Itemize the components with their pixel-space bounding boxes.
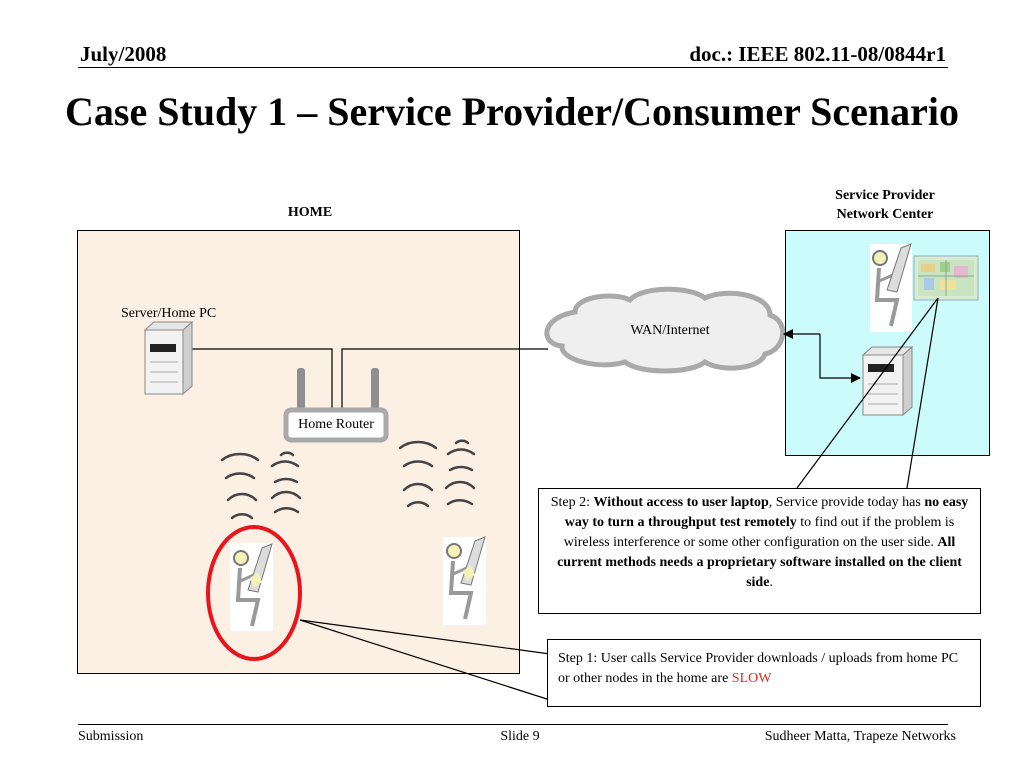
network-map-screen-icon <box>913 255 979 301</box>
step2-text2: to find out if the problem is wireless i… <box>563 515 955 550</box>
provider-server-arrow <box>819 334 861 383</box>
server-router-link <box>190 348 333 410</box>
step2-prefix: Step 2: <box>550 495 594 510</box>
step2-bold2: no easy way to turn a throughput test re… <box>564 495 969 530</box>
header-rule <box>78 67 948 68</box>
highlight-ring <box>206 525 302 661</box>
service-provider-label-line2: Network Center <box>836 207 934 222</box>
user-laptop-right-icon <box>443 536 486 625</box>
step1-slow-highlight: SLOW <box>731 671 772 686</box>
footer-slide-number: Slide 9 <box>500 729 540 744</box>
server-label: Server/Home PC <box>121 306 217 321</box>
step2-callout: Step 2: Without access to user laptop, S… <box>538 488 981 614</box>
user-laptop-left-icon <box>230 543 273 631</box>
step2-pointer-2 <box>906 297 939 489</box>
step2-text3: . <box>769 575 773 590</box>
step2-pointer-1 <box>796 297 939 489</box>
step2-text1: , Service provide today has <box>768 495 925 510</box>
home-label: HOME <box>287 205 333 220</box>
footer-rule <box>78 724 948 725</box>
header-date: July/2008 <box>80 42 167 66</box>
home-server-icon <box>143 320 194 396</box>
provider-server-icon <box>861 345 914 417</box>
home-router-icon <box>283 368 389 443</box>
step2-bold3: All current methods needs a proprietary … <box>557 535 962 590</box>
service-provider-label-line1: Service Provider <box>835 188 935 203</box>
step1-pointer-1 <box>299 619 551 655</box>
router-wan-link <box>341 348 548 410</box>
wan-label: WAN/Internet <box>630 323 710 338</box>
service-provider-label: Service Provider Network Center <box>795 186 975 224</box>
header-doc-id: doc.: IEEE 802.11-08/0844r1 <box>689 42 946 66</box>
footer-submission: Submission <box>78 729 144 744</box>
step1-callout: Step 1: User calls Service Provider down… <box>547 639 981 707</box>
step1-text: Step 1: User calls Service Provider down… <box>558 651 959 686</box>
technician-icon <box>870 243 912 332</box>
wireless-waves-right-icon <box>398 439 476 508</box>
step1-pointer-2 <box>299 619 551 701</box>
router-label: Home Router <box>298 417 374 432</box>
footer-author: Sudheer Matta, Trapeze Networks <box>764 729 956 744</box>
wireless-waves-left-icon <box>220 451 302 520</box>
slide-title: Case Study 1 – Service Provider/Consumer… <box>64 89 959 134</box>
step2-bold1: Without access to user laptop <box>593 495 769 510</box>
wan-cloud-icon <box>544 286 786 374</box>
